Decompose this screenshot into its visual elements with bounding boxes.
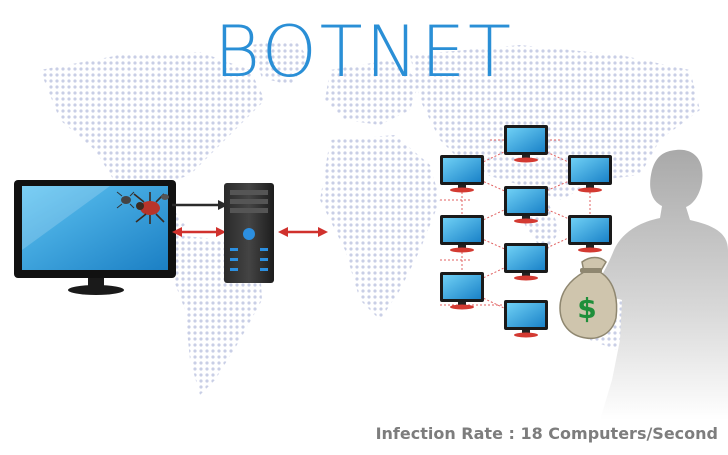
page-title: BOTNET	[214, 11, 514, 93]
bot-computer-icon	[568, 155, 612, 193]
bot-computer-icon	[440, 155, 484, 193]
bot-computer-icon	[504, 300, 548, 338]
money-bag-icon: $	[559, 256, 618, 340]
bot-computer-icon	[504, 125, 548, 163]
bot-computer-icon	[504, 186, 548, 224]
bot-computer-icon	[568, 215, 612, 253]
bot-computer-icon	[440, 215, 484, 253]
server-tower-icon	[224, 183, 274, 283]
bot-computers	[440, 125, 612, 338]
infection-rate-caption: Infection Rate : 18 Computers/Second	[375, 424, 718, 443]
bot-computer-icon	[504, 243, 548, 281]
bidirectional-arrow-left	[172, 227, 226, 237]
command-arrow	[172, 200, 228, 210]
spider-icon	[116, 191, 169, 224]
infected-computer-icon	[14, 180, 176, 295]
bot-computer-icon	[440, 272, 484, 310]
person-silhouette	[588, 149, 728, 420]
bidirectional-arrow-right	[278, 227, 328, 237]
dollar-sign: $	[577, 292, 596, 325]
